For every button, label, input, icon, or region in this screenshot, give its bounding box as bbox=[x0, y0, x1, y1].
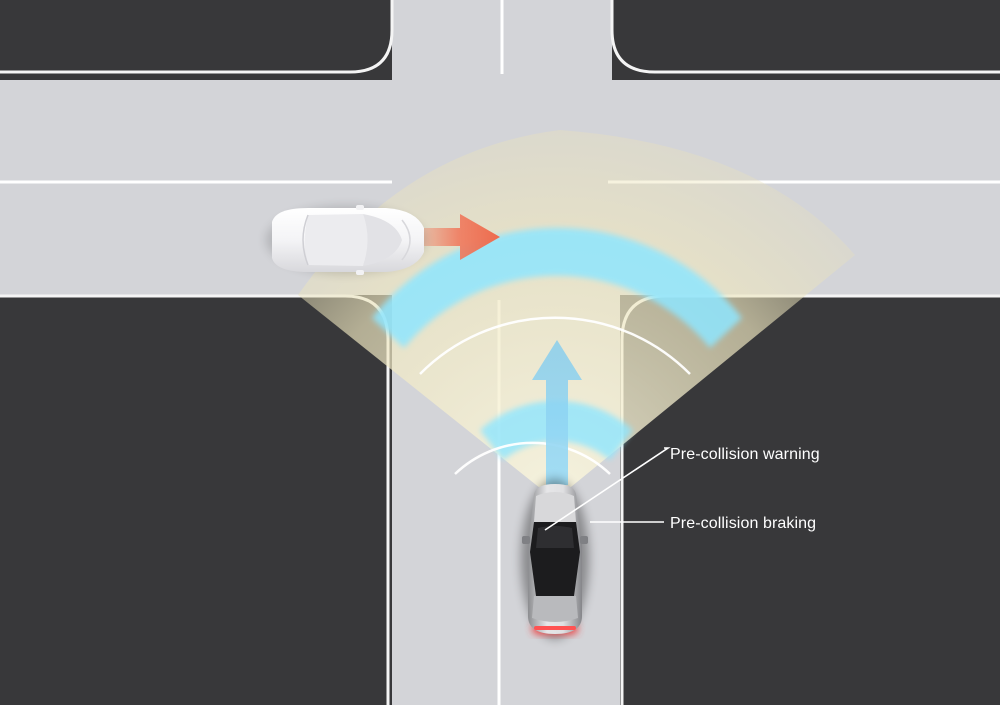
car-top-view-icon bbox=[521, 479, 589, 639]
callout-lines bbox=[544, 447, 671, 531]
arrow-right-icon bbox=[418, 214, 500, 260]
radar-arcs bbox=[419, 316, 691, 475]
pre-collision-braking-label: Pre-collision braking bbox=[670, 515, 816, 532]
outer-radar-wave bbox=[372, 227, 742, 348]
car-top-view-icon bbox=[266, 205, 426, 275]
warning-leader-line bbox=[544, 447, 671, 531]
pre-collision-warning-label: Pre-collision warning bbox=[670, 446, 820, 463]
sensor-cone bbox=[298, 130, 855, 500]
arrow-up-icon bbox=[532, 340, 582, 485]
